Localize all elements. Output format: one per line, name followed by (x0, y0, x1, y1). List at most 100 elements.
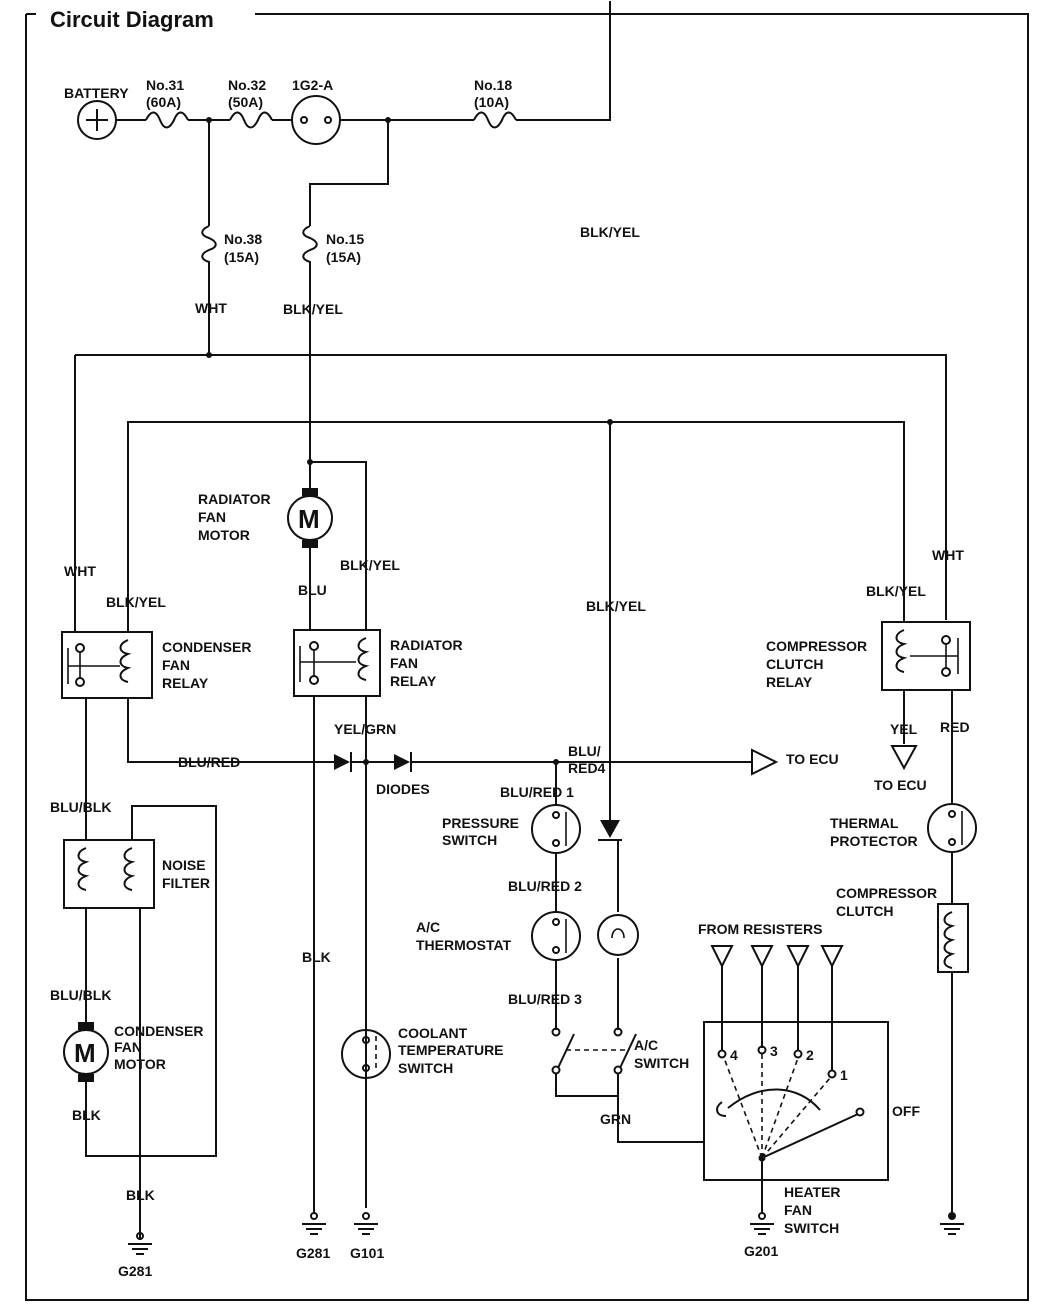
to-ecu-label-1: TO ECU (786, 751, 839, 767)
ground-g281-left (128, 1232, 152, 1255)
blu-blk-label-2: BLU/BLK (50, 987, 111, 1003)
ground-compressor (940, 1212, 964, 1235)
compressor-clutch-relay-label-2: CLUTCH (766, 656, 824, 672)
condenser-fan-relay-label-2: FAN (162, 657, 190, 673)
fuse-18-rating: (10A) (474, 94, 509, 110)
to-ecu-arrow-1 (751, 748, 779, 776)
thermal-protector-label-1: THERMAL (830, 815, 899, 831)
fuse-38-rating: (15A) (224, 249, 259, 265)
thermal-protector-label-2: PROTECTOR (830, 833, 918, 849)
radiator-fan-relay-label-2: FAN (390, 655, 418, 671)
svg-text:M: M (298, 504, 320, 534)
radiator-fan-motor-label-3: MOTOR (198, 527, 250, 543)
red-label: RED (940, 719, 970, 735)
compressor-clutch-relay (881, 621, 971, 691)
fuse-15-name: No.15 (326, 231, 364, 247)
noise-filter-label-1: NOISE (162, 857, 206, 873)
blk-yel-label-3: BLK/YEL (106, 594, 166, 610)
yel-label: YEL (890, 721, 918, 737)
blu-red-3-label: BLU/RED 3 (508, 991, 582, 1007)
ac-switch (551, 1027, 637, 1097)
blu-red-wire (127, 698, 752, 763)
compressor-clutch-label-2: CLUTCH (836, 903, 894, 919)
g281-label-right: G281 (296, 1245, 330, 1261)
g101-label: G101 (350, 1245, 384, 1261)
blu-label: BLU (298, 582, 327, 598)
fuse-32-rating: (50A) (228, 94, 263, 110)
switch-pos-1: 1 (840, 1067, 848, 1083)
radiator-fan-motor-label-1: RADIATOR (198, 491, 271, 507)
ground-g101 (354, 1212, 378, 1235)
fuse-31-rating: (60A) (146, 94, 181, 110)
wht-label-2: WHT (64, 563, 96, 579)
g201-label: G201 (744, 1243, 778, 1259)
coolant-temperature-switch (341, 1029, 391, 1079)
ac-indicator-light (597, 914, 639, 956)
blu-red-1-label: BLU/RED 1 (500, 784, 574, 800)
fuse-15 (302, 225, 318, 270)
blk-label-3: BLK (302, 949, 331, 965)
fuse-31-name: No.31 (146, 77, 184, 93)
diagram-title: Circuit Diagram (50, 7, 214, 32)
wht-bus-wire (75, 354, 947, 620)
radiator-fan-relay-label-1: RADIATOR (390, 637, 463, 653)
ac-switch-label-2: SWITCH (634, 1055, 689, 1071)
blu-red-label: BLU/RED (178, 754, 240, 770)
blk-yel-label-4: BLK/YEL (586, 598, 646, 614)
to-ecu-label-2: TO ECU (874, 777, 927, 793)
from-resisters-label: FROM RESISTERS (698, 921, 822, 937)
blk-yel-label-5: BLK/YEL (866, 583, 926, 599)
to-ecu-arrow-2 (890, 745, 918, 771)
ac-switch-label-1: A/C (634, 1037, 658, 1053)
radiator-fan-relay-label-3: RELAY (390, 673, 437, 689)
heater-fan-switch-label-3: SWITCH (784, 1220, 839, 1236)
switch-pos-3: 3 (770, 1043, 778, 1059)
compressor-clutch-relay-label-1: COMPRESSOR (766, 638, 867, 654)
grn-label: GRN (600, 1111, 631, 1127)
fuse-38-name: No.38 (224, 231, 262, 247)
g281-label-left: G281 (118, 1263, 152, 1279)
radiator-fan-motor: M (287, 488, 333, 548)
noise-filter (63, 839, 155, 909)
radiator-fan-relay (293, 629, 381, 697)
blk-yel-radiator-feed (309, 120, 389, 462)
ac-thermostat-label-2: THERMOSTAT (416, 937, 512, 953)
fuse-38 (201, 225, 217, 270)
switch-pos-2: 2 (806, 1047, 814, 1063)
ac-thermostat (531, 911, 581, 961)
fuse-32 (229, 111, 273, 129)
compressor-clutch-relay-label-3: RELAY (766, 674, 813, 690)
ac-thermostat-label-1: A/C (416, 919, 440, 935)
blk-yel-label-6: BLK/YEL (340, 557, 400, 573)
blk-label-1: BLK (72, 1107, 101, 1123)
frame-border (25, 13, 1029, 1301)
pressure-switch (531, 804, 581, 854)
resister-arrows (710, 945, 844, 969)
condenser-fan-relay-label-1: CONDENSER (162, 639, 251, 655)
ig2a-label: 1G2-A (292, 77, 333, 93)
noise-filter-loop-wire (85, 805, 217, 1157)
fuse-32-name: No.32 (228, 77, 266, 93)
blk-label-2: BLK (126, 1187, 155, 1203)
fuse-18 (473, 111, 517, 129)
coolant-temp-switch-label-3: SWITCH (398, 1060, 453, 1076)
condenser-fan-motor-label-1: CONDENSER (114, 1023, 203, 1039)
blu-blk-label-1: BLU/BLK (50, 799, 111, 815)
noise-filter-label-2: FILTER (162, 875, 210, 891)
switch-pos-4: 4 (730, 1047, 738, 1063)
radiator-blk-yel-wire (310, 461, 367, 1208)
heater-fan-switch-label-1: HEATER (784, 1184, 841, 1200)
yel-grn-label: YEL/GRN (334, 721, 396, 737)
diode-1 (334, 752, 352, 772)
blk-yel-label-1: BLK/YEL (283, 301, 343, 317)
blu-red4-label-b: RED4 (568, 760, 606, 776)
ground-g201 (750, 1212, 774, 1235)
fuse-18-name: No.18 (474, 77, 512, 93)
compressor-clutch-label-1: COMPRESSOR (836, 885, 937, 901)
fuse-31 (145, 111, 189, 129)
ac-diode (598, 820, 622, 841)
blu-red4-label-a: BLU/ (568, 743, 601, 759)
coolant-temp-switch-label-1: COOLANT (398, 1025, 468, 1041)
compressor-clutch (937, 903, 969, 973)
